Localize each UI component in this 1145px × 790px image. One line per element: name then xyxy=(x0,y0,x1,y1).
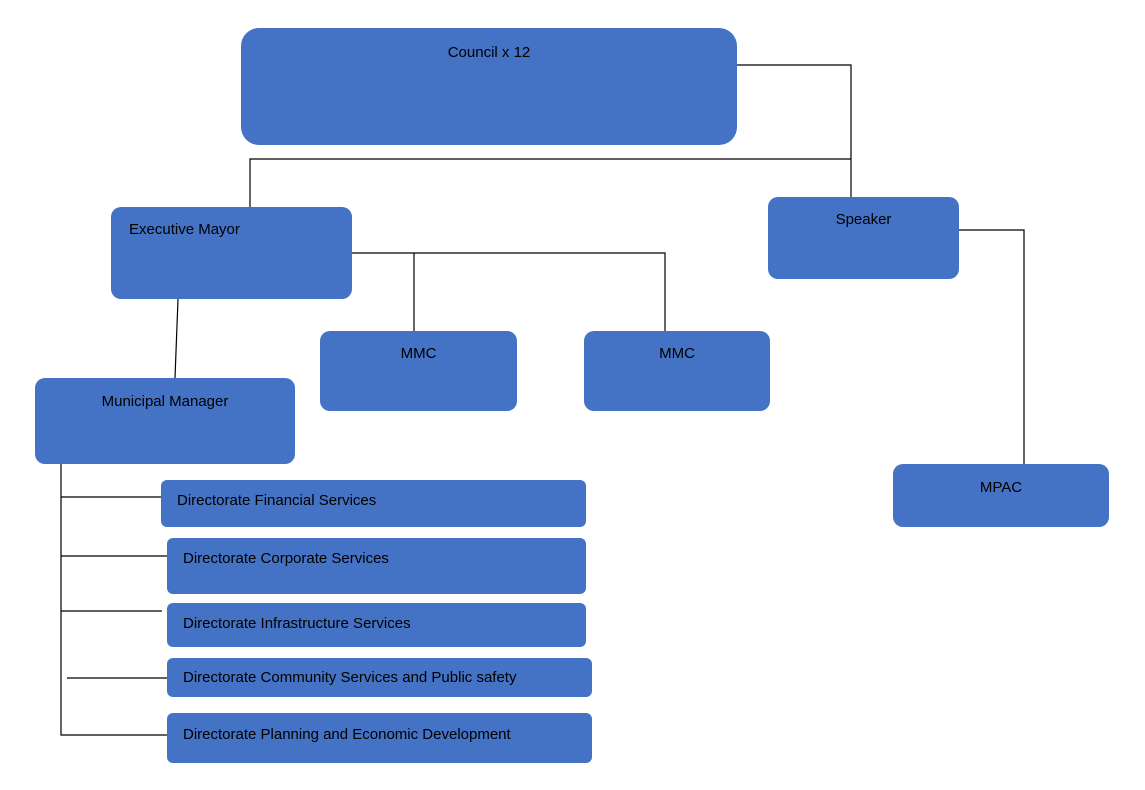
connector-manager-directorates xyxy=(60,464,168,736)
directorate-community-label: Directorate Community Services and Publi… xyxy=(183,669,517,686)
connector-mayor-speaker-bus xyxy=(249,158,851,207)
municipal-manager-label: Municipal Manager xyxy=(101,393,229,410)
council-box: Council x 12 xyxy=(241,28,737,145)
directorate-financial-box: Directorate Financial Services xyxy=(161,480,586,527)
directorate-community-box: Directorate Community Services and Publi… xyxy=(167,658,592,697)
directorate-corporate-box: Directorate Corporate Services xyxy=(167,538,586,594)
directorate-financial-label: Directorate Financial Services xyxy=(177,492,377,509)
council-label: Council x 12 xyxy=(447,44,531,61)
directorate-planning-box: Directorate Planning and Economic Develo… xyxy=(167,713,592,763)
municipal-manager-box: Municipal Manager xyxy=(35,378,295,464)
connector-speaker-mpac xyxy=(959,229,1025,464)
directorate-planning-label: Directorate Planning and Economic Develo… xyxy=(183,726,511,743)
executive-mayor-box: Executive Mayor xyxy=(111,207,352,299)
mmc-box-2: MMC xyxy=(584,331,770,411)
speaker-box: Speaker xyxy=(768,197,959,279)
mmc-label-2: MMC xyxy=(659,345,695,362)
mpac-box: MPAC xyxy=(893,464,1109,527)
directorate-infrastructure-box: Directorate Infrastructure Services xyxy=(167,603,586,647)
executive-mayor-label: Executive Mayor xyxy=(129,221,240,238)
speaker-label: Speaker xyxy=(835,211,892,228)
mmc-label-1: MMC xyxy=(400,345,437,362)
connector-mayor-manager xyxy=(174,298,179,379)
directorate-infrastructure-label: Directorate Infrastructure Services xyxy=(183,615,411,632)
mpac-label: MPAC xyxy=(979,479,1023,496)
directorate-corporate-label: Directorate Corporate Services xyxy=(183,550,389,567)
connector-council-speaker xyxy=(736,64,852,197)
connector-mayor-mmc xyxy=(351,252,666,331)
mmc-box-1: MMC xyxy=(320,331,517,411)
